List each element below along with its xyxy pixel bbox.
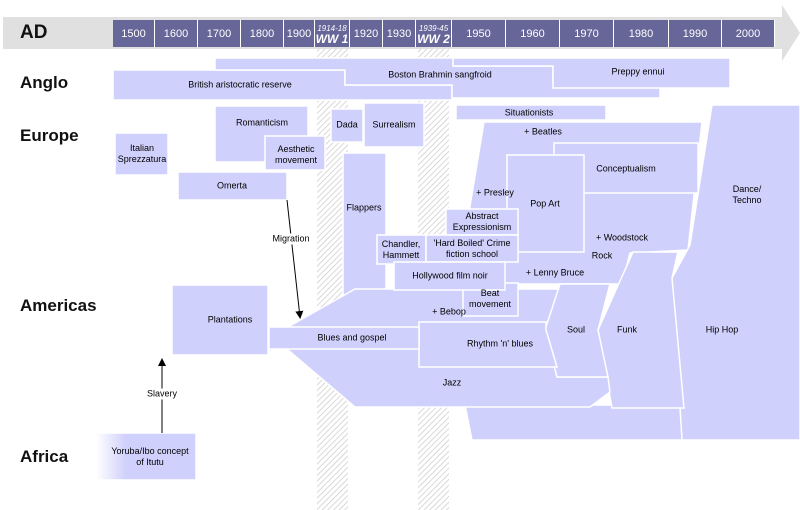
shape-abstract [445,208,519,236]
label-abstract: Abstract Expressionism [452,211,512,232]
label-chandler: Chandler, Hammett [381,239,421,260]
region-europe: Europe [20,126,79,145]
year-1500: 1500 [113,20,155,47]
shape-blues [268,326,420,350]
shape-popart [506,154,585,253]
label-presley: + Presley [476,187,514,198]
shape-surrealism [363,102,425,148]
label-popart: Pop Art [530,198,560,209]
year-2000: 2000 [722,20,775,47]
ww2-label: WW 2 [417,31,450,46]
year-1900: 1900 [284,20,315,47]
label-funk: Funk [616,324,638,335]
label-romanticism: Romanticism [235,117,289,128]
ww1-years: 1914-18 [317,23,347,33]
label-conceptualism: Conceptualism [596,163,656,174]
label-omerta: Omerta [216,180,248,191]
region-americas: Americas [20,296,97,315]
shape-lower-base [464,404,685,441]
label-migration: Migration [272,233,310,245]
shape-yoruba [95,432,197,481]
label-soul: Soul [566,324,586,335]
year-1950: 1950 [452,20,506,47]
shape-flappers [342,152,387,301]
era-label: AD [20,22,48,43]
label-lenny: + Lenny Bruce [525,267,585,278]
label-bebop: + Bebop [432,306,466,317]
shape-hardboiled [425,234,519,263]
label-situationists: Situationists [504,107,554,118]
year-1920: 1920 [350,20,383,47]
label-british: British aristocratic reserve [188,79,292,90]
label-aesthetic: Aesthetic movement [274,144,318,165]
label-rock: Rock [591,250,613,261]
shape-aesthetic [264,135,326,171]
ww2-years: 1939-45 [418,23,449,33]
label-noir: Hollywood film noir [412,270,488,281]
shape-chandler [376,234,427,265]
label-beat: Beat movement [468,288,512,309]
year-1980: 1980 [614,20,669,47]
label-hiphop: Hip Hop [705,324,739,335]
label-italian: Italian Sprezzatura [117,143,167,164]
label-jazz: Jazz [442,377,462,388]
shape-noir [393,261,506,291]
label-beatles: + Beatles [524,126,562,137]
label-surrealism: Surrealism [372,119,416,130]
shape-plantations [171,284,269,356]
migration-arrow [286,199,304,319]
year-1800: 1800 [241,20,284,47]
label-yoruba: Yoruba/Ibo concept of Itutu [111,446,189,467]
shape-dance-hiphop [671,104,800,441]
year-1960: 1960 [506,20,560,47]
label-rnb: Rhythm 'n' blues [467,338,533,349]
year-1700: 1700 [198,20,241,47]
year-1970: 1970 [560,20,614,47]
label-boston: Boston Brahmin sangfroid [388,69,492,80]
shape-italian [114,132,169,176]
label-dada: Dada [336,119,358,130]
label-hardboiled: 'Hard Boiled' Crime fiction school [433,238,511,259]
label-flappers: Flappers [346,202,382,213]
year-1600: 1600 [155,20,198,47]
ww1-label: WW 1 [315,31,349,46]
label-preppy: Preppy ennui [611,66,665,77]
label-blues: Blues and gospel [317,332,387,343]
shape-preppy [452,57,731,89]
label-slavery: Slavery [146,388,178,400]
label-dance: Dance/ Techno [732,184,762,205]
label-woodstock: + Woodstock [595,232,649,243]
shape-dada [330,108,364,143]
region-africa: Africa [20,447,69,466]
shape-situationists [455,104,607,121]
region-anglo: Anglo [20,73,69,92]
year-1990: 1990 [669,20,722,47]
shape-omerta [177,171,288,201]
label-plantations: Plantations [207,314,253,325]
shape-rnb [418,321,559,368]
year-1930: 1930 [383,20,416,47]
